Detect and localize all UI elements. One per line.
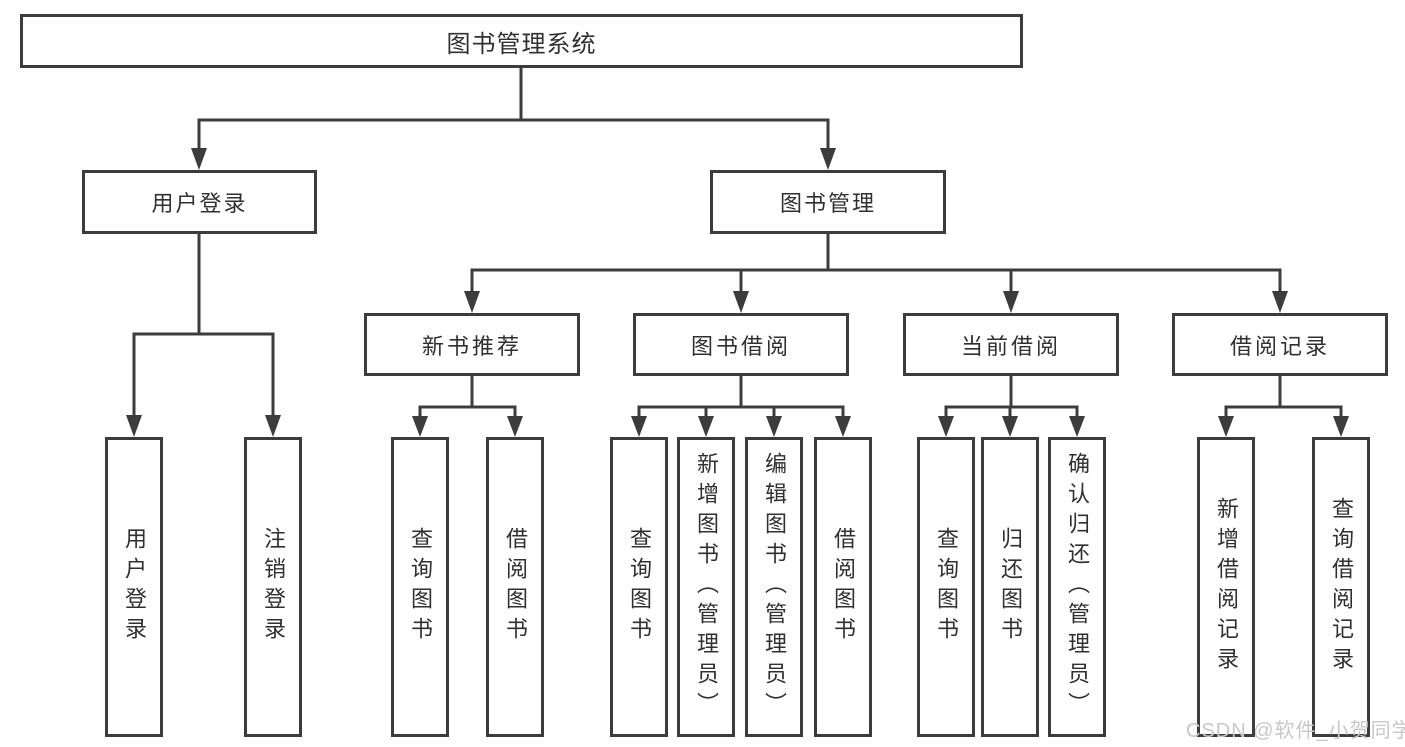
connector-root-to-level2: [191, 68, 836, 170]
leaf-query-books-current: 查询图书: [917, 437, 975, 737]
leaf-query-books-borrow-label: 查询图书: [627, 527, 652, 647]
node-borrow-records-label: 借阅记录: [1229, 333, 1330, 359]
node-root-label: 图书管理系统: [446, 30, 597, 58]
leaf-edit-book-admin: 编辑图书（管理员）: [745, 437, 803, 737]
leaf-add-borrow-record: 新增借阅记录: [1197, 437, 1255, 737]
node-borrow-records: 借阅记录: [1172, 313, 1388, 376]
node-book-management-label: 图书管理: [779, 191, 876, 216]
connector-new-book-recommend-children: [412, 376, 523, 437]
node-current-borrow-label: 当前借阅: [960, 333, 1061, 359]
connector-book-borrow-children: [631, 376, 851, 437]
node-book-borrow: 图书借阅: [633, 313, 849, 376]
leaf-query-borrow-record-label: 查询借阅记录: [1329, 497, 1354, 677]
leaf-user-login-label: 用户登录: [122, 527, 147, 647]
leaf-add-book-admin: 新增图书（管理员）: [677, 437, 735, 737]
leaf-query-borrow-record: 查询借阅记录: [1312, 437, 1370, 737]
node-book-management: 图书管理: [710, 170, 946, 234]
leaf-borrow-books-recommend: 借阅图书: [486, 437, 544, 737]
leaf-add-borrow-record-label: 新增借阅记录: [1214, 497, 1239, 677]
leaf-confirm-return-admin-label: 确认归还（管理员）: [1065, 452, 1090, 722]
connector-borrow-records-children: [1218, 376, 1349, 437]
leaf-confirm-return-admin: 确认归还（管理员）: [1048, 437, 1106, 737]
csdn-watermark: CSDN @软件_小贺同学: [1186, 720, 1405, 742]
leaf-return-book-label: 归还图书: [998, 527, 1023, 647]
leaf-query-books-recommend: 查询图书: [391, 437, 449, 737]
leaf-borrow-books-recommend-label: 借阅图书: [503, 527, 528, 647]
node-book-borrow-label: 图书借阅: [690, 333, 791, 359]
connector-book-management-children: [464, 234, 1288, 313]
node-new-book-recommend: 新书推荐: [364, 313, 580, 376]
node-current-borrow: 当前借阅: [903, 313, 1119, 376]
leaf-user-login: 用户登录: [105, 437, 163, 737]
leaf-logout-label: 注销登录: [261, 527, 286, 647]
connector-current-borrow-children: [938, 376, 1085, 437]
node-user-login-label: 用户登录: [151, 191, 248, 216]
node-user-login: 用户登录: [82, 170, 317, 234]
node-root: 图书管理系统: [20, 14, 1023, 68]
leaf-logout: 注销登录: [244, 437, 302, 737]
leaf-borrow-books-label: 借阅图书: [831, 527, 856, 647]
leaf-query-books-borrow: 查询图书: [610, 437, 668, 737]
leaf-return-book: 归还图书: [981, 437, 1039, 737]
leaf-borrow-books: 借阅图书: [814, 437, 872, 737]
node-new-book-recommend-label: 新书推荐: [421, 333, 522, 359]
leaf-query-books-current-label: 查询图书: [934, 527, 959, 647]
leaf-query-books-recommend-label: 查询图书: [408, 527, 433, 647]
connector-user-login-children: [126, 234, 281, 437]
leaf-edit-book-admin-label: 编辑图书（管理员）: [762, 452, 787, 722]
leaf-add-book-admin-label: 新增图书（管理员）: [694, 452, 719, 722]
